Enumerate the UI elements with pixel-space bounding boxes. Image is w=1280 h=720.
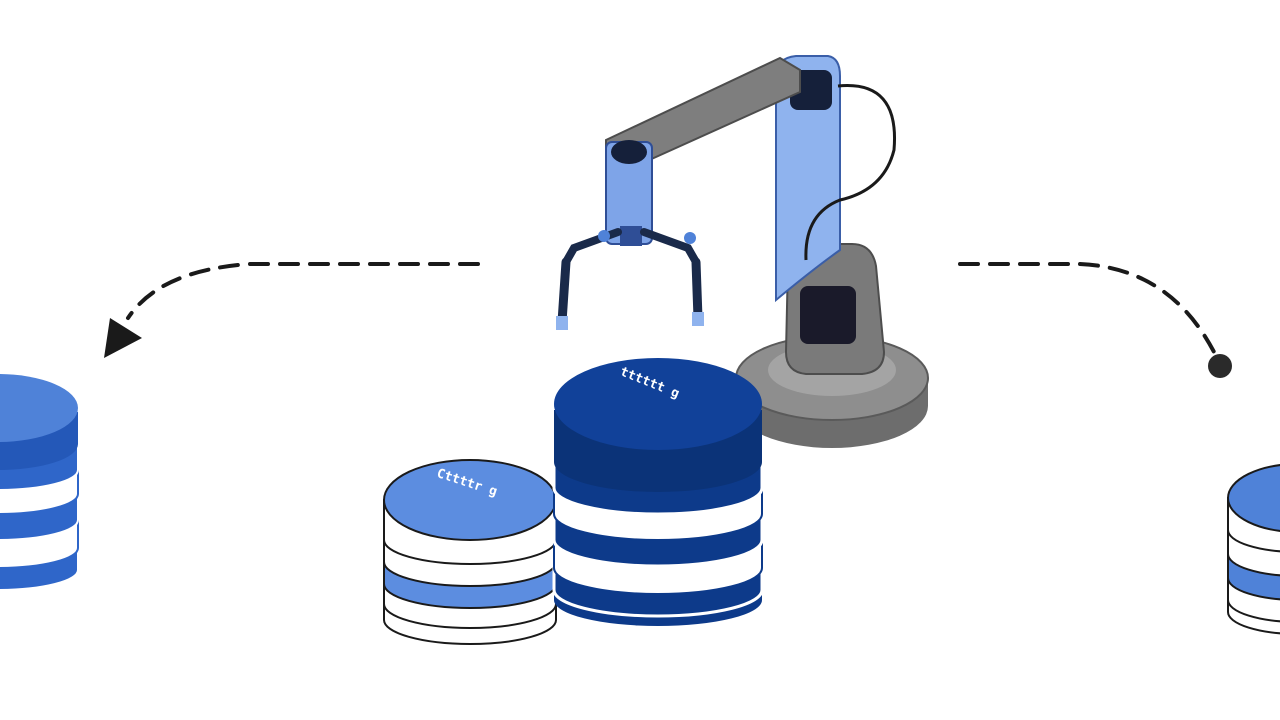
arrowhead-icon xyxy=(104,318,142,358)
gripper-icon xyxy=(556,140,704,330)
disk-top xyxy=(383,459,557,541)
disk-top xyxy=(1227,464,1280,532)
database-stack-left xyxy=(0,374,79,591)
right-dashed-connector-icon xyxy=(958,262,1232,378)
database-stack-center-small: Cttttr g xyxy=(383,459,557,645)
left-dashed-arrow-icon xyxy=(104,262,480,358)
disk-top xyxy=(554,358,762,450)
robot-arm-icon xyxy=(556,55,929,448)
database-stack-right xyxy=(1227,464,1280,635)
disk-top xyxy=(0,374,78,442)
connector-dot-icon xyxy=(1208,354,1232,378)
database-stack-center-large: tttttt g xyxy=(552,358,764,626)
